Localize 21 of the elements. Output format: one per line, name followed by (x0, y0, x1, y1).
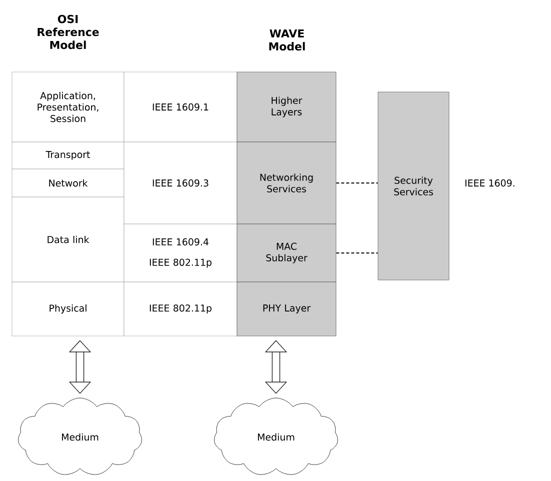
layer-cell: Network (12, 168, 124, 198)
connector-line (336, 182, 378, 184)
layer-cell: Transport (12, 142, 124, 170)
layer-box: Networking Services (236, 142, 336, 224)
standard-cell: IEEE 1609.1 (124, 72, 238, 142)
standard-cell: IEEE 802.11p (124, 282, 238, 336)
cloud: Medium (214, 398, 338, 475)
column-heading: WAVE Model (269, 29, 305, 51)
layer-box: Higher Layers (236, 72, 336, 142)
security-box: Security Services (378, 92, 450, 280)
column-heading: OSI Reference Model (38, 14, 99, 50)
double-arrow (68, 340, 92, 394)
standard-cell: IEEE 1609.3 (124, 142, 238, 224)
layer-box: MAC Sublayer (236, 224, 336, 282)
layer-box: PHY Layer (236, 282, 336, 336)
layer-cell: Physical (12, 282, 124, 336)
standard-cell: IEEE 1609.4 IEEE 802.11p (124, 224, 238, 282)
cloud: Medium (18, 398, 142, 475)
double-arrow (264, 340, 288, 394)
connector-line (336, 252, 378, 254)
standard-label: IEEE 1609. (465, 179, 514, 187)
